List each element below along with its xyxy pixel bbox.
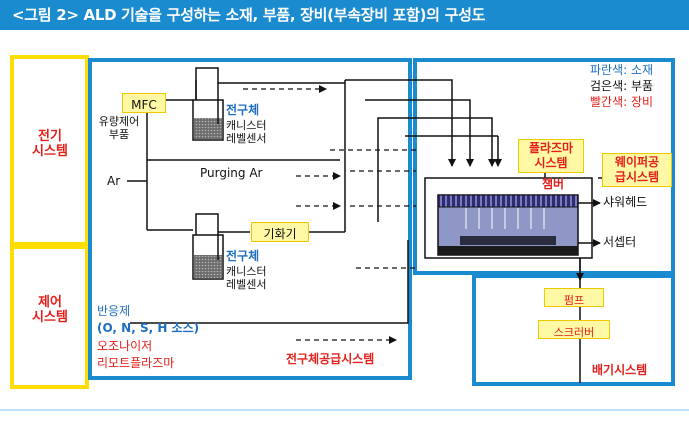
legend-material: 파란색: 소재: [590, 63, 654, 77]
mfc-label: MFC: [131, 98, 157, 112]
top-canister-inlet-pipe: [195, 67, 219, 100]
footer-divider: [0, 409, 689, 411]
electric-system-label: 전기 시스템: [32, 129, 68, 159]
bottom-canister-liquid: [194, 255, 222, 278]
pump-label: 펌프: [563, 294, 585, 307]
main-equipment-box: [413, 58, 675, 275]
legend-part: 검은색: 부품: [590, 79, 654, 93]
exhaust-system-label: 배기시스템: [592, 363, 648, 377]
canister-bottom-label: 캐니스터 레벨센서: [226, 265, 267, 291]
chamber-label: 챔버: [542, 177, 565, 191]
canister-top-label: 캐니스터 레벨센서: [226, 119, 267, 145]
susceptor: [460, 236, 556, 245]
chamber-feed-line-3: [377, 117, 496, 222]
remote-plasma-label: 리모트플라즈마: [97, 356, 175, 370]
showerhead: [437, 194, 579, 208]
precursor-supply-box: [88, 58, 412, 380]
purging-ar-label: Purging Ar: [200, 166, 263, 180]
control-system-label: 제어 시스템: [32, 295, 68, 325]
chamber-feed-line-1: [345, 79, 456, 167]
vaporizer-box: 기화기: [251, 222, 309, 242]
scrubber-label: 스크러버: [553, 326, 595, 339]
top-canister-liquid: [194, 118, 222, 139]
plasma-system-box: 플라즈마 시스템: [518, 139, 584, 173]
legend-equipment: 빨간색: 장비: [590, 95, 654, 109]
vaporizer-label: 기화기: [263, 227, 297, 241]
figure-title: <그림 2> ALD 기술을 구성하는 소재, 부품, 장비(부속장비 포함)의…: [12, 6, 486, 24]
electric-system-box: [10, 55, 89, 246]
precursor-supply-system-label: 전구체공급시스템: [286, 352, 375, 366]
chamber-feed-line-2: [365, 99, 474, 167]
figure-title-bar: <그림 2> ALD 기술을 구성하는 소재, 부품, 장비(부속장비 포함)의…: [0, 0, 689, 30]
wafer-transfer-box: 웨이퍼공 급시스템: [602, 153, 672, 187]
reactant-label: 반응제: [97, 304, 131, 318]
scrubber-box: 스크러버: [538, 320, 610, 339]
control-system-box: [10, 245, 89, 389]
susceptor-base: [438, 246, 578, 255]
reactant-sources-label: (O, N, S, H 소스): [97, 321, 200, 335]
precursor-top-label: 전구체: [226, 103, 260, 117]
susceptor-label: 서셉터: [603, 235, 637, 249]
plasma-system-label: 플라즈마 시스템: [528, 141, 574, 170]
wafer-transfer-label: 웨이퍼공 급시스템: [614, 155, 660, 184]
precursor-bottom-label: 전구체: [226, 249, 260, 263]
exhaust-system-box: [472, 274, 675, 386]
bottom-canister-inlet-pipe: [195, 213, 219, 235]
reactant-feed-line: [130, 240, 409, 324]
mfc-box: MFC: [122, 93, 166, 113]
ar-label: Ar: [107, 174, 121, 188]
ozonizer-label: 오조나이저: [97, 339, 153, 353]
pump-box: 펌프: [544, 288, 604, 307]
showerhead-label: 샤워헤드: [603, 195, 648, 209]
flow-controller-label: 유량제어 부품: [98, 115, 140, 141]
